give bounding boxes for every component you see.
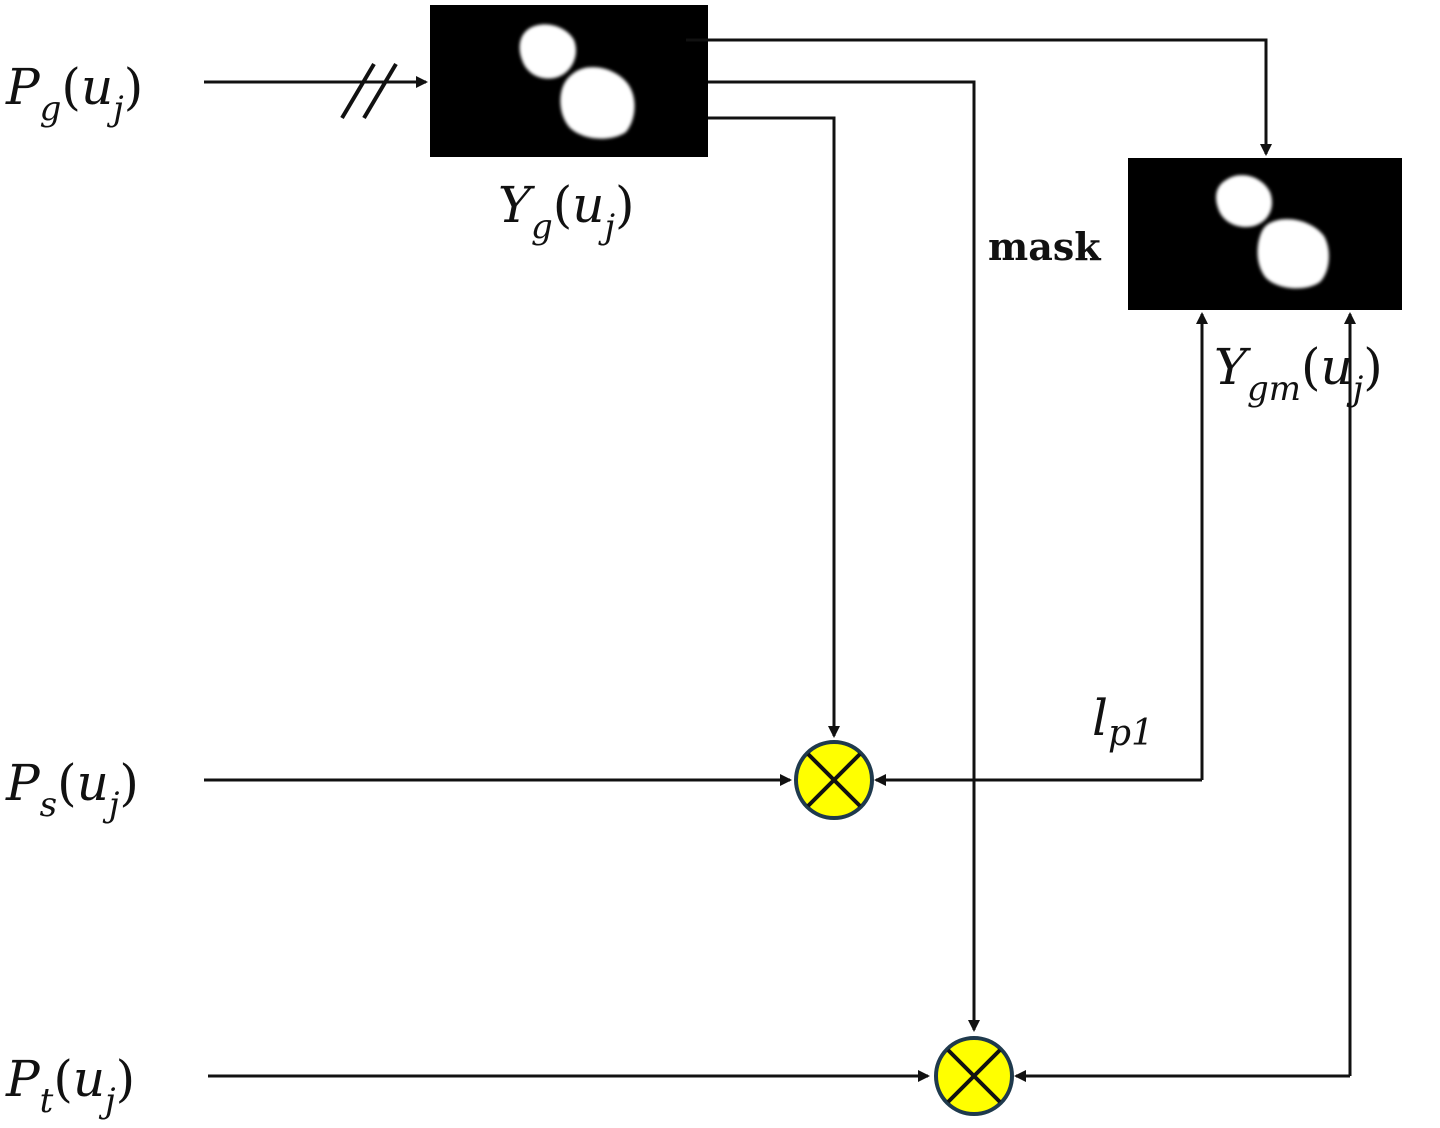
- circled-times-icon: [794, 740, 874, 820]
- wire-yg-to-multiplier-top: [708, 116, 840, 738]
- blob-shape: [1216, 175, 1329, 289]
- double-slash-icon: [340, 62, 398, 120]
- multiplier-bottom: [934, 1036, 1014, 1116]
- block-ygm: [1128, 158, 1402, 310]
- svg-text:Pt(uj): Pt(uj): [5, 1050, 135, 1121]
- wire-yg-to-multiplier-bottom: [708, 80, 980, 1032]
- multiplier-top: [794, 740, 874, 820]
- input-label-pt: Pt(uj): [5, 1050, 135, 1121]
- wire-yg-to-ygm: [686, 38, 1272, 156]
- block-label-ygm: Ygm(uj): [1214, 338, 1383, 409]
- mask-label: mask: [988, 224, 1101, 269]
- circled-times-icon: [934, 1036, 1014, 1116]
- svg-text:Yg(uj): Yg(uj): [498, 176, 635, 247]
- loss-label-lp1: lp1: [1092, 689, 1154, 754]
- blob-shape: [519, 24, 635, 139]
- svg-text:Ps(uj): Ps(uj): [5, 754, 139, 825]
- input-label-pg: Pg(uj): [5, 58, 143, 129]
- input-label-ps: Ps(uj): [5, 754, 139, 825]
- svg-text:Pg(uj): Pg(uj): [5, 58, 143, 129]
- svg-text:lp1: lp1: [1092, 689, 1154, 754]
- svg-text:Ygm(uj): Ygm(uj): [1214, 338, 1383, 409]
- block-yg: [430, 5, 708, 157]
- block-label-yg: Yg(uj): [498, 176, 635, 247]
